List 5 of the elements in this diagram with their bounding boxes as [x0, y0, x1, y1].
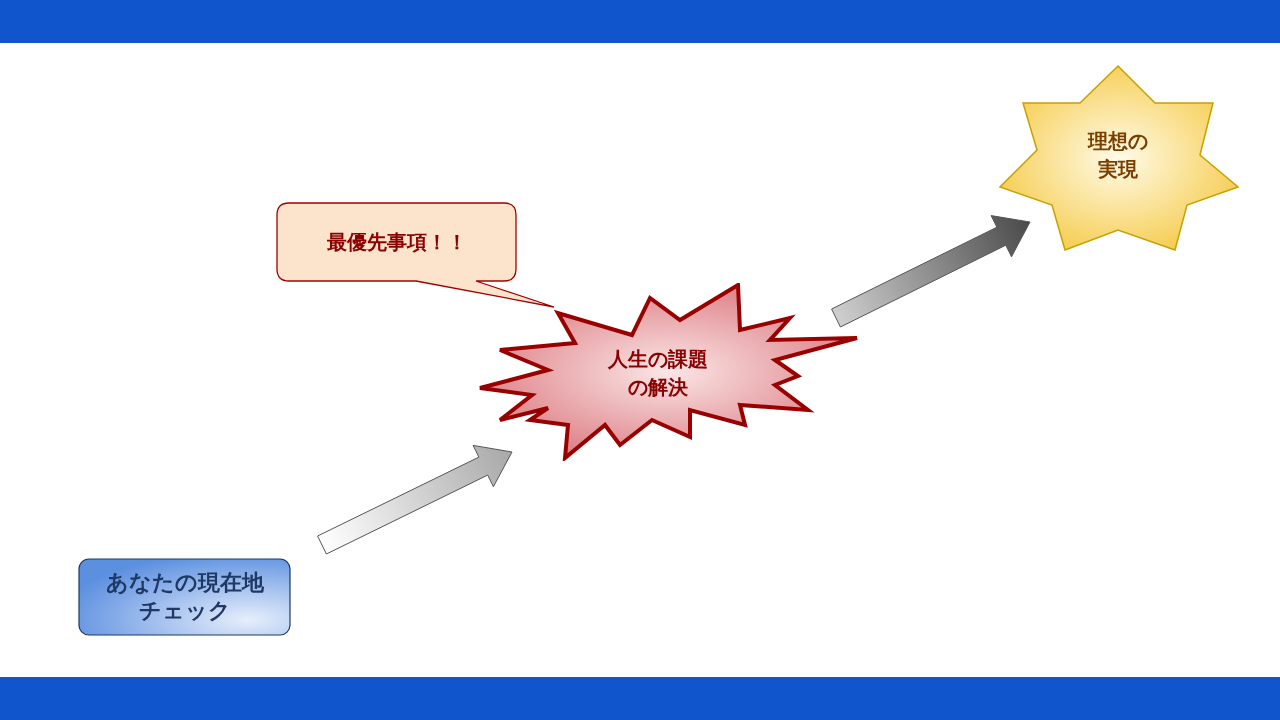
star-shape: 理想の実現: [998, 64, 1240, 252]
start-box: あなたの現在地チェック: [78, 558, 291, 636]
block-arrow: [317, 444, 513, 555]
explosion-burst: 人生の課題の解決: [478, 283, 860, 461]
block-arrow: [831, 215, 1031, 328]
